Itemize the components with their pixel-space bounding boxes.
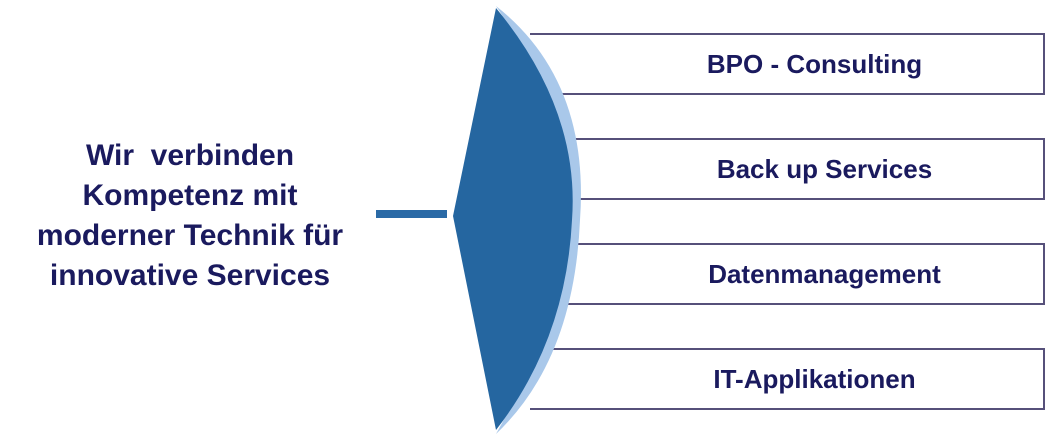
tagline: Wir verbinden Kompetenz mit moderner Tec…: [8, 136, 372, 296]
connector-line: [376, 210, 447, 218]
service-box-datenmanagement: Datenmanagement: [550, 243, 1045, 305]
service-box-it-applikationen: IT-Applikationen: [530, 348, 1045, 410]
service-box-bpo-consulting: BPO - Consulting: [530, 33, 1045, 95]
service-label: BPO - Consulting: [706, 48, 923, 79]
tagline-line: moderner Technik für: [36, 219, 344, 252]
service-label: Back up Services: [716, 153, 933, 184]
service-label: Datenmanagement: [708, 258, 941, 289]
lens-rim: [496, 6, 581, 434]
service-label: IT-Applikationen: [713, 363, 916, 394]
tagline-line: Kompetenz mit: [82, 179, 298, 212]
service-box-backup-services: Back up Services: [550, 138, 1045, 200]
tagline-line: innovative Services: [49, 259, 331, 292]
tagline-line: Wir verbinden: [85, 139, 295, 172]
lens-body: [453, 8, 573, 430]
